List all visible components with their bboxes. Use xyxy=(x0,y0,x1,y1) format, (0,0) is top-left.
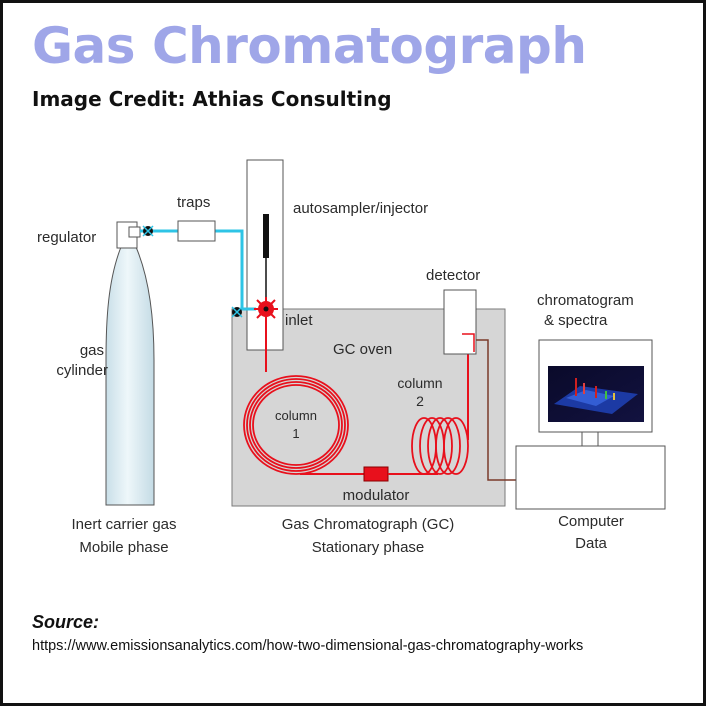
column-2-label: column xyxy=(397,375,442,391)
gc-label: Gas Chromatograph (GC) xyxy=(282,516,455,533)
regulator-knob xyxy=(128,226,141,238)
traps-label: traps xyxy=(177,194,210,211)
chromatogram-label: chromatogram xyxy=(537,292,634,309)
chromatogram-plot xyxy=(554,378,638,414)
column-1-coil xyxy=(243,375,349,475)
gc-oven-label: GC oven xyxy=(333,341,392,358)
carrier-gas-label: Inert carrier gas xyxy=(71,516,176,533)
source-label: Source: xyxy=(32,612,100,632)
autosampler-label: autosampler/injector xyxy=(293,200,428,217)
column-2-coil xyxy=(411,417,469,475)
modulator-box xyxy=(363,466,389,482)
image-credit: Image Credit: Athias Consulting xyxy=(32,87,392,111)
page-title: Gas Chromatograph xyxy=(32,17,587,75)
computer-box xyxy=(515,445,666,510)
data-label: Data xyxy=(575,535,607,552)
mobile-phase-label: Mobile phase xyxy=(79,539,168,556)
spectra-label: & spectra xyxy=(544,312,608,329)
detector-inner-tube xyxy=(462,333,475,352)
cylinder-label: cylinder xyxy=(56,362,108,379)
gas-label: gas xyxy=(80,342,104,359)
regulator-label: regulator xyxy=(37,229,96,246)
traps-box xyxy=(177,220,216,242)
column-1-label: column xyxy=(275,408,317,423)
inlet-icon xyxy=(254,297,278,321)
valve-icon xyxy=(142,225,154,237)
detector-box xyxy=(443,289,477,355)
gas-supply-line xyxy=(140,229,256,311)
monitor-neck xyxy=(581,431,599,447)
valve-icon xyxy=(231,306,243,318)
computer-label: Computer xyxy=(558,513,624,530)
stationary-phase-label: Stationary phase xyxy=(312,539,425,556)
detector-label: detector xyxy=(426,267,480,284)
gas-cylinder-body xyxy=(105,246,155,506)
column-2-number: 2 xyxy=(416,393,424,409)
source-url: https://www.emissionsanalytics.com/how-t… xyxy=(32,638,584,654)
inlet-label: inlet xyxy=(285,312,313,329)
column-1-number: 1 xyxy=(292,426,299,441)
modulator-label: modulator xyxy=(343,487,410,504)
syringe xyxy=(263,214,269,258)
data-cable xyxy=(476,339,516,481)
